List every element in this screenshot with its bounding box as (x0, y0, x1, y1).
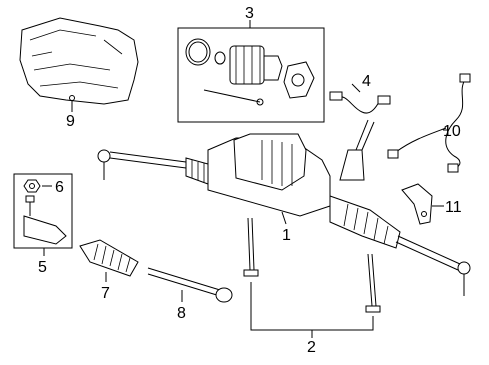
leader-2-bracket (250, 282, 374, 331)
label-11: 11 (445, 199, 462, 216)
part-5-box (13, 173, 73, 249)
label-8: 8 (177, 305, 186, 322)
label-5: 5 (38, 259, 47, 276)
label-6: 6 (55, 179, 64, 196)
part-3-motor (185, 38, 315, 106)
leader-1 (281, 211, 287, 225)
label-10: 10 (443, 123, 461, 140)
part-5-tie-rod-end (23, 195, 67, 245)
part-4-sensor-harness (329, 91, 391, 114)
part-7-boot (79, 239, 139, 277)
label-9: 9 (66, 113, 75, 130)
part-10-wire-harness (387, 73, 471, 173)
label-4: 4 (362, 73, 371, 90)
part-6-nut (23, 179, 41, 193)
label-2: 2 (307, 339, 316, 356)
part-11-bracket (401, 183, 433, 225)
part-1-rack-pinion (97, 119, 471, 296)
part-3-box (177, 27, 325, 123)
leader-4 (351, 83, 361, 93)
label-3: 3 (245, 5, 254, 22)
label-1: 1 (282, 227, 291, 244)
part-2-bolts (243, 217, 381, 313)
part-8-inner-tie-rod (147, 267, 233, 303)
part-9-cover (19, 17, 139, 105)
label-7: 7 (101, 285, 110, 302)
